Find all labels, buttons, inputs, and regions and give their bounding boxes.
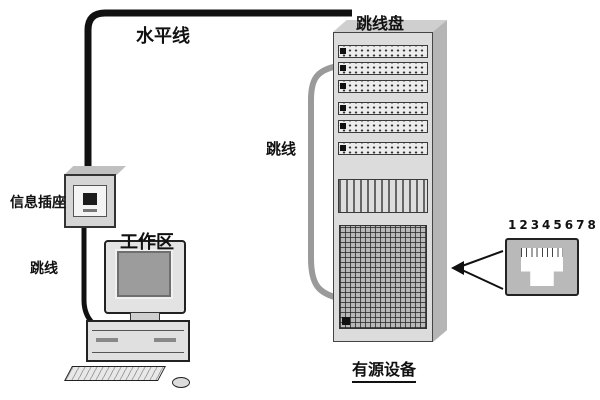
rack-side-face xyxy=(433,20,447,342)
active-equipment-grille xyxy=(339,225,427,329)
rj45-pin-contacts xyxy=(521,248,563,257)
desktop-case xyxy=(86,320,190,362)
patch-panel-strip xyxy=(338,102,428,115)
info-outlet-faceplate xyxy=(73,185,107,217)
label-rack-jumper: 跳线 xyxy=(266,140,297,158)
workstation-monitor xyxy=(104,240,186,314)
keyboard xyxy=(64,366,166,381)
patch-panel-strip xyxy=(338,62,428,75)
rj45-connector xyxy=(505,238,579,296)
patch-panel-strip xyxy=(338,120,428,133)
rack-jumper-cable xyxy=(308,63,339,301)
horizontal-cable-line xyxy=(84,9,352,182)
patch-panel-strip xyxy=(338,80,428,93)
label-patch-panel: 跳线盘 xyxy=(356,14,405,33)
label-outlet-jumper: 跳线 xyxy=(30,261,58,277)
drive-bay-slot xyxy=(96,338,118,342)
rj45-callout-line-top xyxy=(461,250,504,267)
patch-panel-strip xyxy=(338,45,428,58)
info-outlet-top-face xyxy=(64,166,126,175)
case-detail-line xyxy=(92,330,184,331)
label-work-area: 工作区 xyxy=(120,232,174,253)
rj45-pin-numbers: 12345678 xyxy=(508,218,599,232)
patch-panel-strip xyxy=(338,142,428,155)
info-outlet-jack-port xyxy=(83,193,97,205)
monitor-screen xyxy=(115,249,173,299)
rack-vent-square xyxy=(342,317,350,325)
rj45-callout-line-bottom xyxy=(461,269,504,290)
vent-panel xyxy=(338,179,428,213)
mouse xyxy=(172,377,190,388)
drive-bay-slot xyxy=(154,338,176,342)
rack-top-face xyxy=(333,20,447,32)
info-outlet-slot xyxy=(83,209,97,212)
label-horizontal-cable: 水平线 xyxy=(136,26,190,47)
case-detail-line xyxy=(92,352,184,353)
rj45-callout-arrowhead xyxy=(451,261,464,275)
label-active-equipment: 有源设备 xyxy=(352,356,417,383)
label-info-outlet: 信息插座 xyxy=(10,195,66,211)
info-outlet-box xyxy=(64,174,116,228)
equipment-rack xyxy=(333,32,433,342)
